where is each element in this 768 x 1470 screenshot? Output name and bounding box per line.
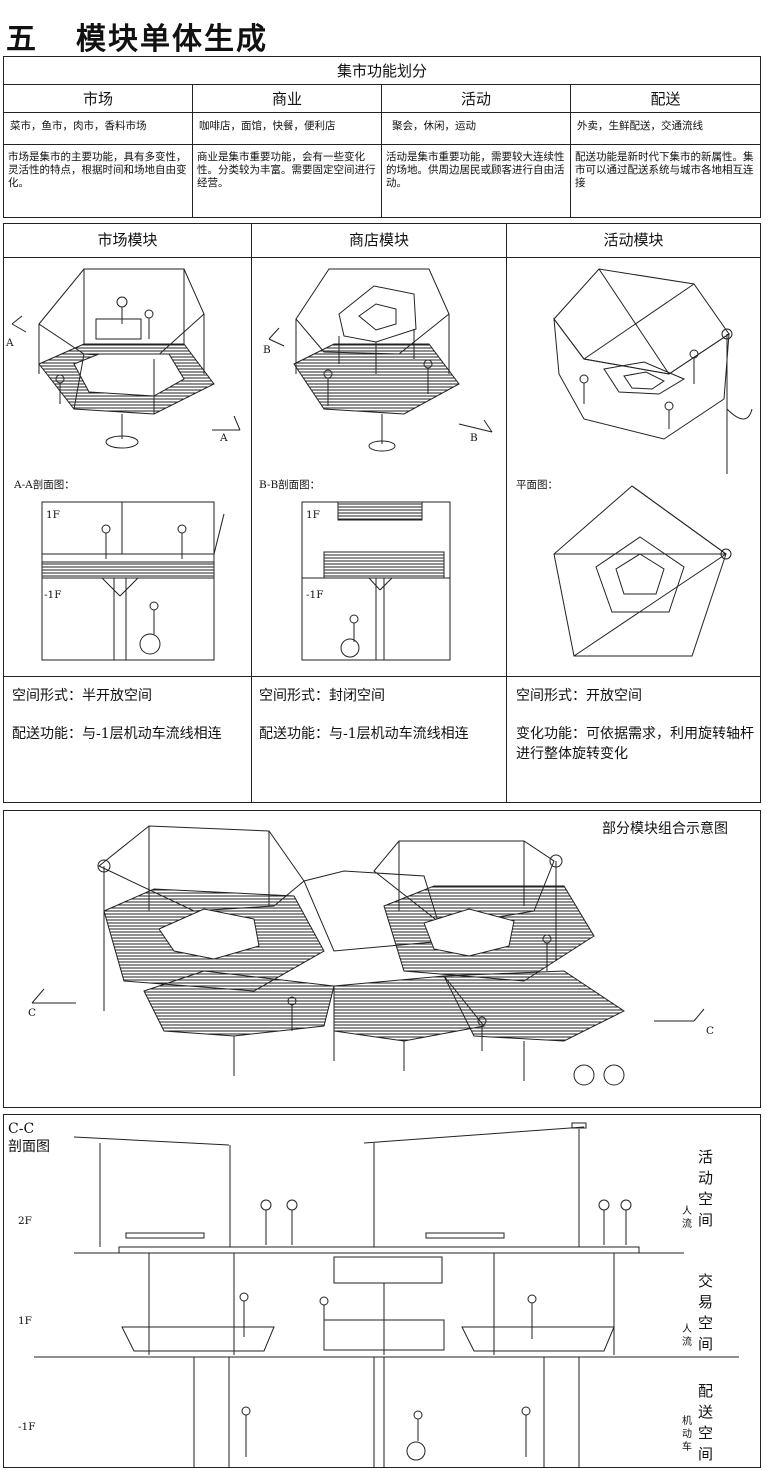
- zone-activity-flow: 人流: [682, 1206, 692, 1230]
- market-module-title: 市场模块: [97, 231, 158, 249]
- shop-floor-b1: -1F: [306, 589, 324, 601]
- floor-label-b1: -1F: [18, 1421, 36, 1433]
- shop-floor-1f: 1F: [306, 509, 320, 521]
- cc-section-title-2: 剖面图: [8, 1139, 50, 1155]
- shop-cut-label-b1: B: [263, 344, 271, 356]
- shop-space-form: 空间形式：封闭空间: [259, 688, 385, 704]
- activity-plan-title: 平面图：: [516, 479, 558, 491]
- market-section-title: A-A剖面图：: [14, 479, 75, 491]
- floor-label-1f: 1F: [18, 1315, 32, 1327]
- column-header-commerce: 商业: [193, 85, 382, 113]
- zone-delivery-flow: 机动车: [682, 1416, 692, 1453]
- market-space-form: 空间形式：半开放空间: [12, 688, 152, 704]
- combination-title: 部分模块组合示意图: [602, 821, 728, 837]
- shop-section-title: B-B剖面图：: [259, 479, 321, 491]
- zone-trade-flow: 人流: [682, 1324, 692, 1348]
- delivery-description: 配送功能是新时代下集市的新属性。集市可以通过配送系统与城市各地相互连接: [575, 151, 754, 189]
- market-floor-1f: 1F: [46, 509, 60, 521]
- shop-cut-label-b2: B: [470, 432, 478, 444]
- market-module-axonometric: [11, 268, 241, 449]
- activity-space-form: 空间形式：开放空间: [516, 688, 642, 704]
- activity-module-axonometric: [553, 268, 753, 474]
- section-number: 五: [6, 22, 38, 57]
- market-description: 市场是集市的主要功能，具有多变性，灵活性的特点，根据时间和场地自由变化。: [4, 145, 193, 217]
- cc-section-lines: [34, 1122, 739, 1467]
- cc-section-title-1: C-C: [8, 1121, 35, 1137]
- zone-delivery: 配送空间: [698, 1382, 714, 1463]
- floor-label-2f: 2F: [18, 1215, 32, 1227]
- column-header-market: 市场: [4, 85, 193, 113]
- activity-module-title: 活动模块: [603, 231, 664, 249]
- combination-cut-left: C: [28, 1007, 37, 1019]
- section-title: 模块单体生成: [76, 22, 268, 57]
- activity-description: 活动是集市重要功能，需要较大连续性的场地。供周边居民或顾客进行自由活动。: [382, 145, 571, 217]
- market-section-drawing: [41, 501, 225, 661]
- page-title: 五 模块单体生成: [6, 14, 268, 58]
- cc-section-panel: C-C 剖面图 2F 1F -1F 活动空间 人流 交易空间 人流 配送空间 机…: [3, 1114, 761, 1468]
- shop-module-title: 商店模块: [348, 231, 409, 249]
- column-header-delivery: 配送: [571, 85, 760, 113]
- combination-panel: 部分模块组合示意图 C C: [3, 810, 761, 1108]
- market-items: 菜市，鱼市，肉市，香料市场: [4, 113, 193, 145]
- shop-section-drawing: [301, 501, 451, 661]
- combination-drawing: [31, 825, 705, 1086]
- delivery-items: 外卖，生鲜配送，交通流线: [571, 113, 760, 145]
- shop-module-axonometric: [268, 268, 493, 452]
- module-drawings: [11, 268, 753, 661]
- cc-section-drawing: [34, 1122, 739, 1467]
- commerce-description: 商业是集市重要功能，会有一些变化性。分类较为丰富。需要固定空间进行经营。: [193, 145, 382, 217]
- market-floor-b1: -1F: [44, 589, 62, 601]
- market-cut-label-a1: A: [6, 337, 14, 349]
- zone-trade: 交易空间: [698, 1272, 714, 1353]
- activity-function-text: 变化功能：可依据需求，利用旋转轴杆进行整体旋转变化: [516, 726, 754, 762]
- shop-function-text: 配送功能：与-1层机动车流线相连: [259, 726, 469, 742]
- activity-items: 聚会，休闲，运动: [382, 113, 571, 145]
- column-header-activity: 活动: [382, 85, 571, 113]
- combination-cut-right: C: [706, 1025, 715, 1037]
- market-cut-label-a2: A: [220, 432, 228, 444]
- modules-panel: 市场模块 商店模块 活动模块 A-A剖面图： B-B剖面图： 平面图： A A …: [3, 223, 761, 803]
- zone-activity: 活动空间: [698, 1148, 714, 1229]
- combination-axonometric: [31, 825, 705, 1086]
- function-table-header: 集市功能划分: [4, 57, 760, 85]
- market-function-text: 配送功能：与-1层机动车流线相连: [12, 726, 222, 742]
- function-table: 集市功能划分 市场 商业 活动 配送 菜市，鱼市，肉市，香料市场 咖啡店，面馆，…: [3, 56, 761, 218]
- commerce-items: 咖啡店，面馆，快餐，便利店: [193, 113, 382, 145]
- activity-plan-drawing: [553, 485, 732, 657]
